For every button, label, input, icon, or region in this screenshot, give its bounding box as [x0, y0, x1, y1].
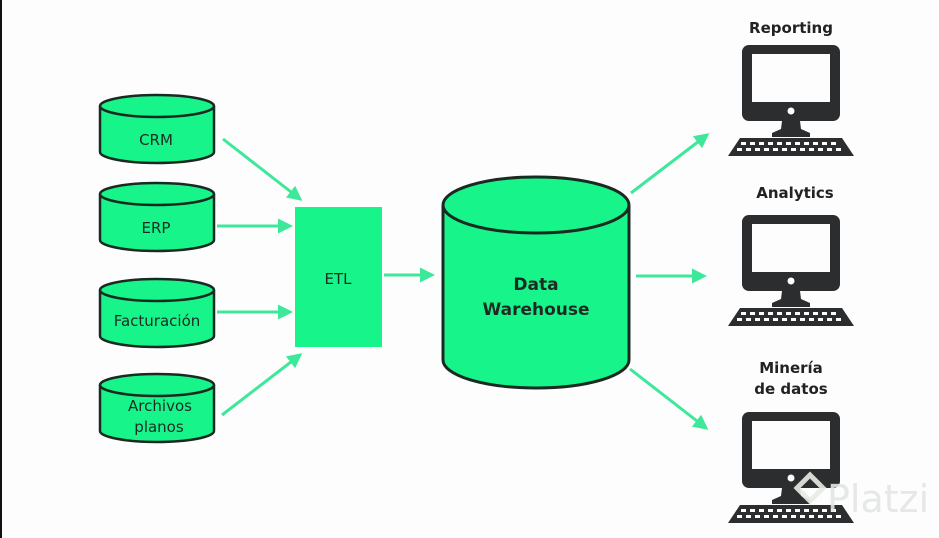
- source-erp: ERP: [98, 181, 216, 253]
- source-facturacion: Facturación: [98, 277, 216, 349]
- output-label: Reporting: [749, 19, 833, 37]
- arrow-crm-to-etl: [222, 137, 303, 201]
- source-label-line1: Archivos: [128, 397, 192, 415]
- desktop-computer-icon: [728, 45, 854, 156]
- desktop-computer-icon: [728, 215, 854, 326]
- database-cylinder-icon: [441, 205, 631, 390]
- source-crm: CRM: [98, 93, 216, 165]
- output-label-line1: Minería: [759, 359, 823, 377]
- left-frame-border: [0, 0, 2, 538]
- source-label-line2: planos: [134, 418, 184, 436]
- arrow-warehouse-to-mineria: [629, 367, 709, 430]
- watermark-text: Platzi: [827, 477, 929, 521]
- database-cylinder-icon: [98, 194, 216, 253]
- data-warehouse: Data Warehouse: [441, 175, 631, 390]
- database-cylinder-icon: [98, 385, 216, 444]
- arrow-warehouse-to-reporting: [630, 133, 710, 195]
- source-label: ERP: [142, 219, 171, 237]
- etl-box: ETL: [295, 207, 382, 347]
- output-label-line2: de datos: [754, 380, 827, 398]
- output-analytics: Analytics: [728, 184, 854, 326]
- etl-label: ETL: [325, 270, 353, 288]
- output-reporting: Reporting: [728, 19, 854, 156]
- output-label: Analytics: [756, 184, 834, 202]
- source-archivos-planos: Archivos planos: [98, 372, 216, 444]
- arrow-archivos-to-etl: [221, 353, 303, 417]
- platzi-watermark: Platzi: [793, 471, 929, 521]
- warehouse-label-line2: Warehouse: [482, 300, 589, 320]
- source-label: CRM: [139, 131, 173, 149]
- source-label: Facturación: [114, 312, 201, 330]
- platzi-logo-icon: [793, 471, 827, 505]
- output-mineria-de-datos: Minería de datos: [728, 359, 854, 523]
- warehouse-label-line1: Data: [513, 275, 558, 295]
- database-cylinder-icon: [98, 290, 216, 349]
- database-cylinder-icon: [98, 106, 216, 165]
